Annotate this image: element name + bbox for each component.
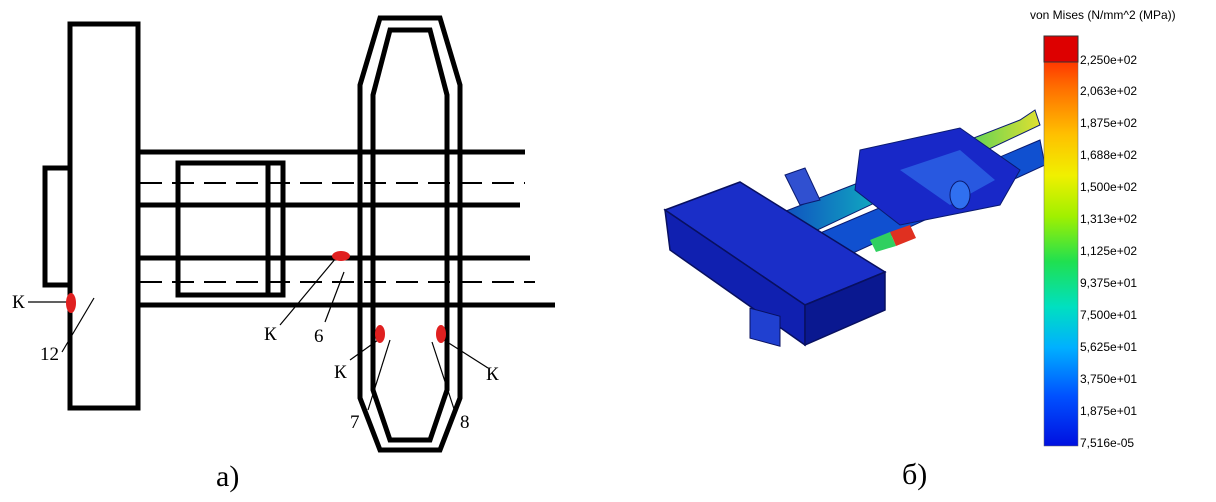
fea-model <box>663 35 1079 447</box>
label-k-left: К <box>12 292 25 313</box>
leader-line <box>61 297 95 353</box>
label-7: 7 <box>350 412 360 433</box>
marker-k-8 <box>436 325 446 343</box>
leader-line <box>443 339 489 369</box>
left-bracket <box>42 165 70 288</box>
left-crossmember <box>67 21 141 411</box>
colorbar-max-marker <box>1043 35 1079 63</box>
legend-tick: 7,516e-05 <box>1080 436 1135 450</box>
legend-tick: 9,375e+01 <box>1080 276 1138 290</box>
right-crossmember-inner <box>370 27 450 443</box>
legend-tick: 7,500e+01 <box>1080 308 1138 322</box>
frame-schematic: К 12 К 6 К 7 8 К <box>12 15 555 453</box>
leader-line <box>349 339 379 361</box>
critical-points <box>66 251 446 343</box>
right-crossmember-outer <box>357 15 463 453</box>
label-8: 8 <box>460 412 470 433</box>
legend-tick: 2,250e+02 <box>1080 53 1138 67</box>
leader-line <box>324 271 345 323</box>
schematic-panel: К 12 К 6 К 7 8 К а) <box>0 0 600 502</box>
marker-k-middle <box>332 251 350 261</box>
label-k-middle: К <box>264 324 277 345</box>
middle-box <box>175 160 286 298</box>
stress-hotspot <box>890 225 916 246</box>
colorbar <box>1043 35 1079 447</box>
label-k-7: К <box>334 362 347 383</box>
bracket <box>784 167 821 206</box>
legend-title: von Mises (N/mm^2 (MPa)) <box>1030 8 1176 22</box>
legend-tick: 1,500e+02 <box>1080 180 1138 194</box>
legend-tick: 1,688e+02 <box>1080 148 1138 162</box>
bumper-hitch <box>749 307 781 347</box>
legend-tick: 5,625e+01 <box>1080 340 1138 354</box>
fea-panel: von Mises (N/mm^2 (MPa)) 2,250e+02 2,063… <box>600 0 1216 502</box>
crossmember-hole <box>949 180 971 210</box>
leader-line <box>367 339 391 411</box>
label-k-8: К <box>486 364 499 385</box>
label-6: 6 <box>314 326 324 347</box>
legend-tick: 1,313e+02 <box>1080 212 1138 226</box>
marker-k-left <box>66 293 76 313</box>
legend-tick: 3,750e+01 <box>1080 372 1138 386</box>
bumper-side <box>804 270 886 347</box>
marker-k-7 <box>375 325 385 343</box>
crossmember-face <box>900 150 995 205</box>
legend-tick: 2,063e+02 <box>1080 84 1138 98</box>
legend-tick: 1,875e+02 <box>1080 116 1138 130</box>
leader-line <box>279 257 337 326</box>
legend-tick: 1,875e+01 <box>1080 404 1138 418</box>
leader-line <box>431 341 456 413</box>
caption-a: а) <box>216 460 240 493</box>
legend-tick: 1,125e+02 <box>1080 244 1138 258</box>
caption-b: б) <box>902 458 928 491</box>
label-12: 12 <box>40 344 59 365</box>
stress-gradient <box>870 232 896 252</box>
